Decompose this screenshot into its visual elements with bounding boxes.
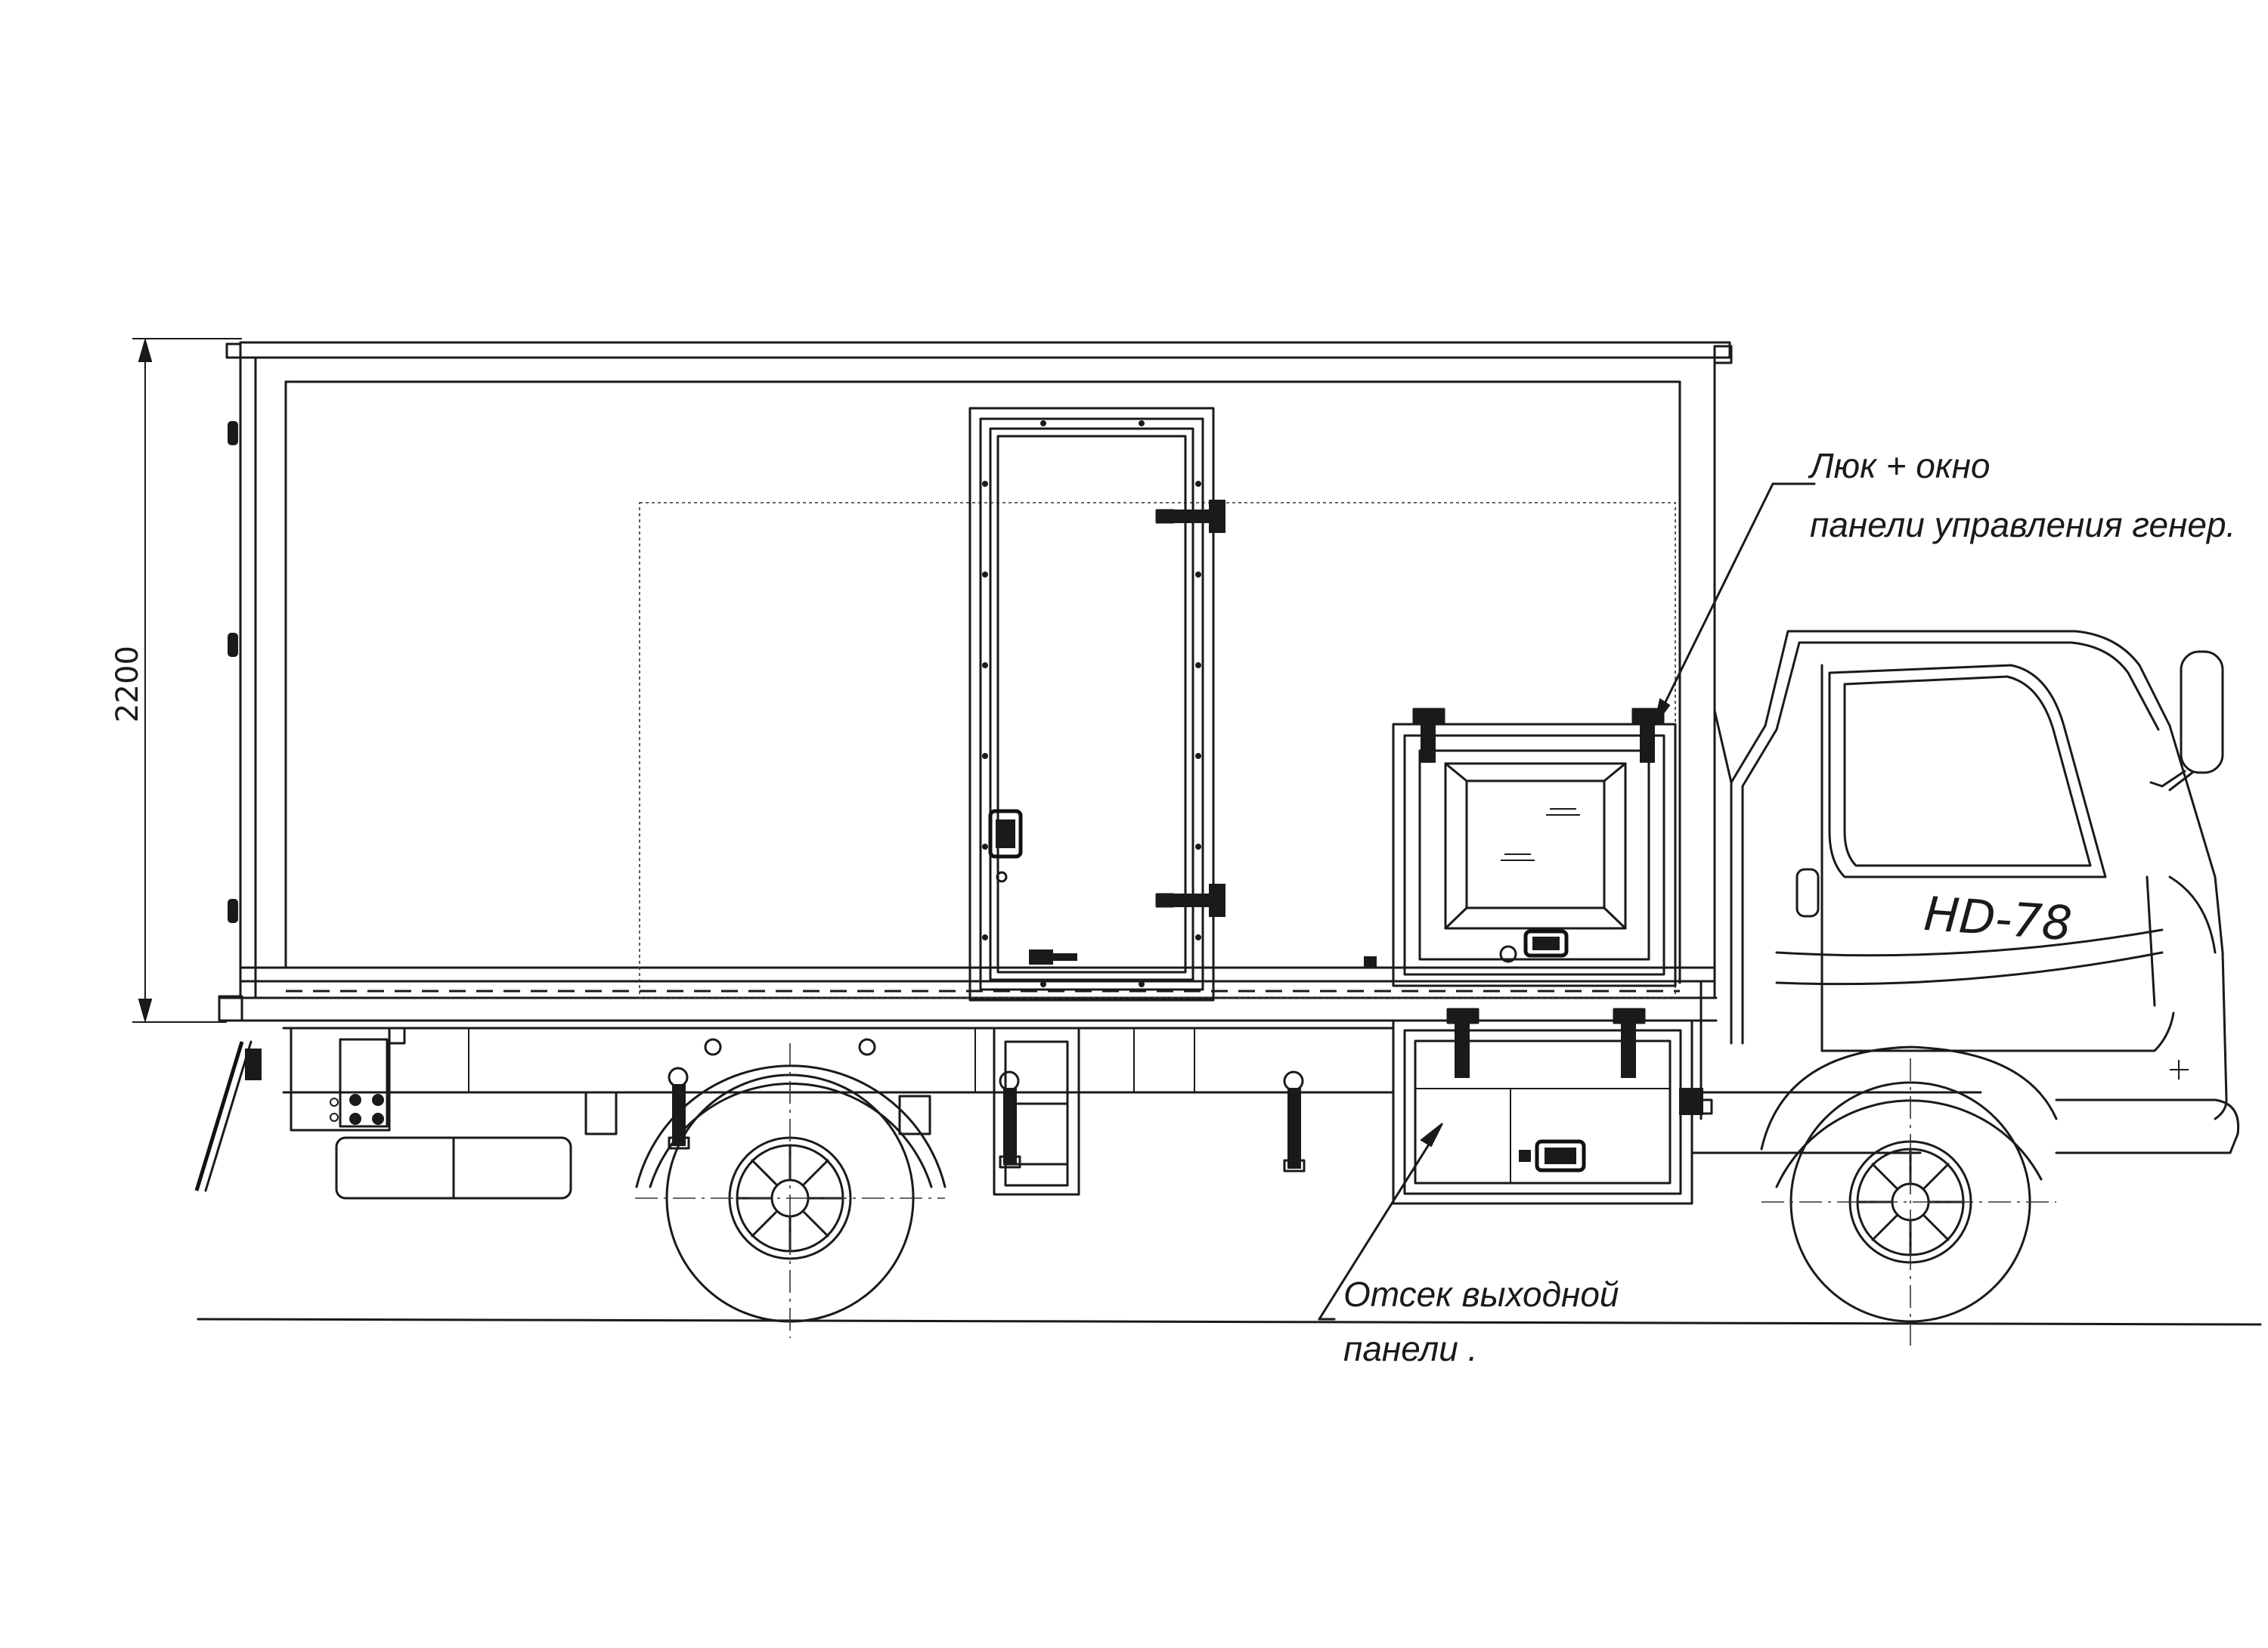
grounding-rod-3	[1283, 1070, 1306, 1172]
side-door	[968, 407, 1225, 1002]
callout-compartment-line2: панели .	[1343, 1329, 1477, 1368]
callout-compartment: Отсек выходной панели .	[1318, 1123, 1619, 1368]
door-rivets	[982, 420, 1201, 987]
hatch-handle	[1364, 929, 1569, 967]
front-wheel	[1761, 1058, 2056, 1349]
height-dimension: 2200	[110, 337, 242, 1024]
hatch-window	[1444, 762, 1627, 930]
hatch-hinge-left	[1412, 708, 1445, 763]
grounding-rod-2	[999, 1070, 1021, 1169]
door-hinge-bottom	[1155, 884, 1225, 917]
cab-model-label: HD-78	[1923, 886, 2074, 951]
control-panel-hatch	[1364, 708, 1677, 987]
compartment-handle	[1519, 1139, 1586, 1172]
rear-wheel	[635, 1043, 947, 1338]
callout-hatch-line1: Люк + окно	[1808, 446, 1990, 485]
callout-hatch: Люк + окно панели управления генер.	[1653, 446, 2235, 726]
chassis-frame	[194, 1027, 1982, 1200]
output-panel-compartment	[1392, 981, 1713, 1205]
callout-hatch-line2: панели управления генер.	[1810, 505, 2235, 544]
compartment-latch-right	[1613, 1008, 1646, 1078]
callout-compartment-line1: Отсек выходной	[1343, 1275, 1619, 1314]
door-hinge-top	[1155, 500, 1225, 533]
door-latch	[1029, 949, 1077, 965]
door-handle	[988, 809, 1023, 883]
ground-line	[197, 1318, 2262, 1326]
height-dimension-value: 2200	[110, 646, 145, 723]
cab: HD-78	[1713, 630, 2240, 1154]
compartment-latch-left	[1446, 1008, 1479, 1078]
cargo-box	[218, 341, 1733, 1022]
side-mirror	[2149, 650, 2224, 791]
